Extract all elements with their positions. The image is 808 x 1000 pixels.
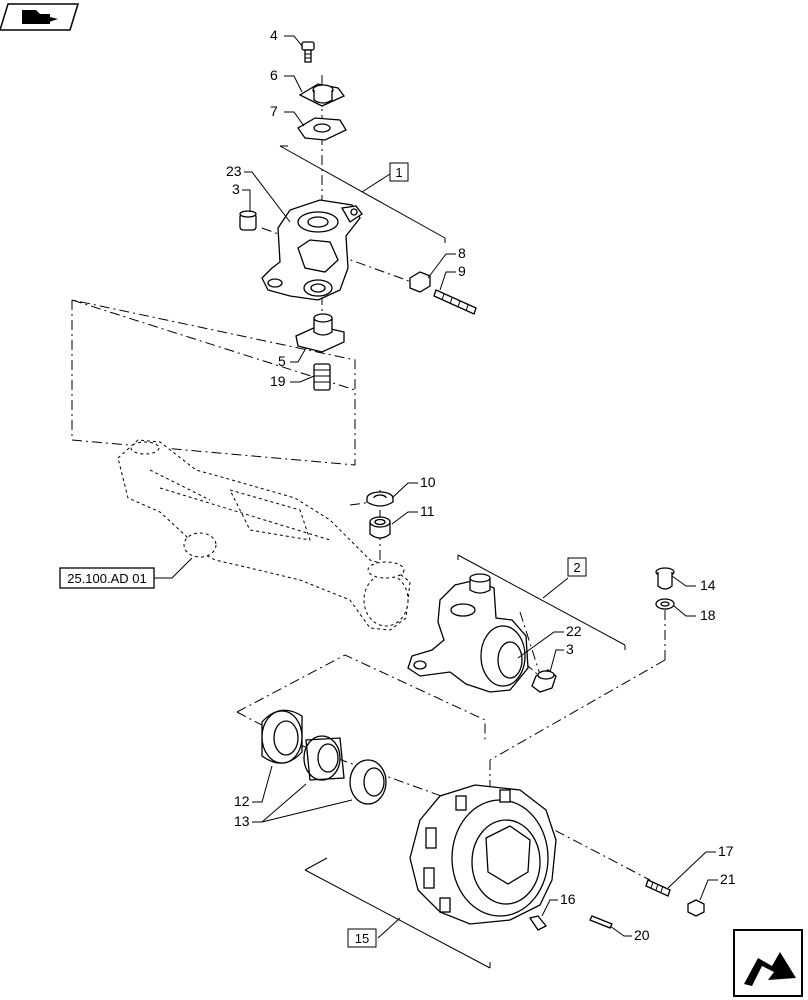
part-17-spring xyxy=(645,879,671,897)
svg-text:11: 11 xyxy=(420,503,435,519)
group-bracket-1: 1 xyxy=(279,145,446,243)
svg-text:9: 9 xyxy=(458,263,466,279)
svg-text:6: 6 xyxy=(270,67,278,83)
callout-6: 6 xyxy=(270,67,303,93)
callout-10: 10 xyxy=(391,474,436,499)
part-15-hub xyxy=(409,784,557,925)
part-8-nut xyxy=(409,271,431,293)
callout-23: 23 xyxy=(226,163,291,223)
callout-3-lower: 3 xyxy=(549,641,574,673)
callout-5: 5 xyxy=(278,347,307,369)
part-19-pin xyxy=(313,363,331,391)
svg-text:4: 4 xyxy=(270,27,278,43)
part-6-cap xyxy=(298,83,346,107)
svg-text:19: 19 xyxy=(270,373,286,389)
svg-text:18: 18 xyxy=(700,607,716,623)
svg-text:14: 14 xyxy=(700,577,716,593)
svg-text:8: 8 xyxy=(458,245,466,261)
part-23-knuckle xyxy=(261,199,363,301)
box-label-15: 15 xyxy=(355,931,369,946)
part-13-bearing-outer xyxy=(349,759,387,805)
callout-11: 11 xyxy=(391,503,435,525)
callout-4: 4 xyxy=(270,27,303,47)
reference-link-box[interactable]: 25.100.AD 01 xyxy=(59,557,193,589)
box-label-1: 1 xyxy=(395,165,402,180)
next-page-arrow-icon[interactable] xyxy=(733,929,803,997)
svg-text:12: 12 xyxy=(234,793,250,809)
svg-text:7: 7 xyxy=(270,103,278,119)
callout-21: 21 xyxy=(699,871,736,901)
callout-3-upper: 3 xyxy=(232,181,251,212)
svg-text:3: 3 xyxy=(566,641,574,657)
callout-7: 7 xyxy=(270,103,305,127)
callout-8: 8 xyxy=(427,245,466,279)
part-16-pin xyxy=(528,915,548,931)
part-20-pin xyxy=(589,915,613,929)
reference-link-label: 25.100.AD 01 xyxy=(67,571,147,586)
svg-text:3: 3 xyxy=(232,181,240,197)
book-nav-icon[interactable] xyxy=(0,3,80,31)
part-21-nut xyxy=(687,899,705,917)
part-5-lower-cap xyxy=(295,313,345,353)
group-bracket-2: 2 xyxy=(457,554,626,650)
axle-housing-phantom xyxy=(117,439,411,631)
part-9-stud xyxy=(433,289,477,315)
svg-text:5: 5 xyxy=(278,353,286,369)
part-3-bushing-upper xyxy=(239,210,257,231)
group-bracket-15: 15 xyxy=(304,857,491,969)
part-12-seal xyxy=(261,709,303,764)
svg-text:22: 22 xyxy=(566,623,582,639)
svg-text:13: 13 xyxy=(234,813,250,829)
callout-16: 16 xyxy=(541,891,576,917)
svg-text:17: 17 xyxy=(718,843,734,859)
svg-text:16: 16 xyxy=(560,891,576,907)
part-7-shim xyxy=(297,117,347,141)
callout-14: 14 xyxy=(671,575,716,593)
box-label-2: 2 xyxy=(573,560,580,575)
svg-text:10: 10 xyxy=(420,474,436,490)
callout-18: 18 xyxy=(673,605,716,623)
part-11-bushing xyxy=(369,516,391,539)
callout-13: 13 xyxy=(234,783,353,829)
part-18-washer xyxy=(655,598,675,610)
svg-text:20: 20 xyxy=(634,927,650,943)
callout-22: 22 xyxy=(517,623,582,659)
svg-text:23: 23 xyxy=(226,163,242,179)
part-22-knuckle xyxy=(407,573,529,693)
part-4-screw xyxy=(301,41,315,63)
callout-19: 19 xyxy=(270,373,315,389)
part-14-bushing xyxy=(655,567,675,590)
callout-12: 12 xyxy=(234,765,273,809)
callout-20: 20 xyxy=(609,925,650,943)
callout-9: 9 xyxy=(439,263,466,291)
svg-text:21: 21 xyxy=(720,871,736,887)
callout-17: 17 xyxy=(667,843,734,889)
part-3-bushing-lower xyxy=(531,669,557,693)
part-10-washer xyxy=(366,491,394,507)
part-13-bearing-inner xyxy=(303,735,345,781)
